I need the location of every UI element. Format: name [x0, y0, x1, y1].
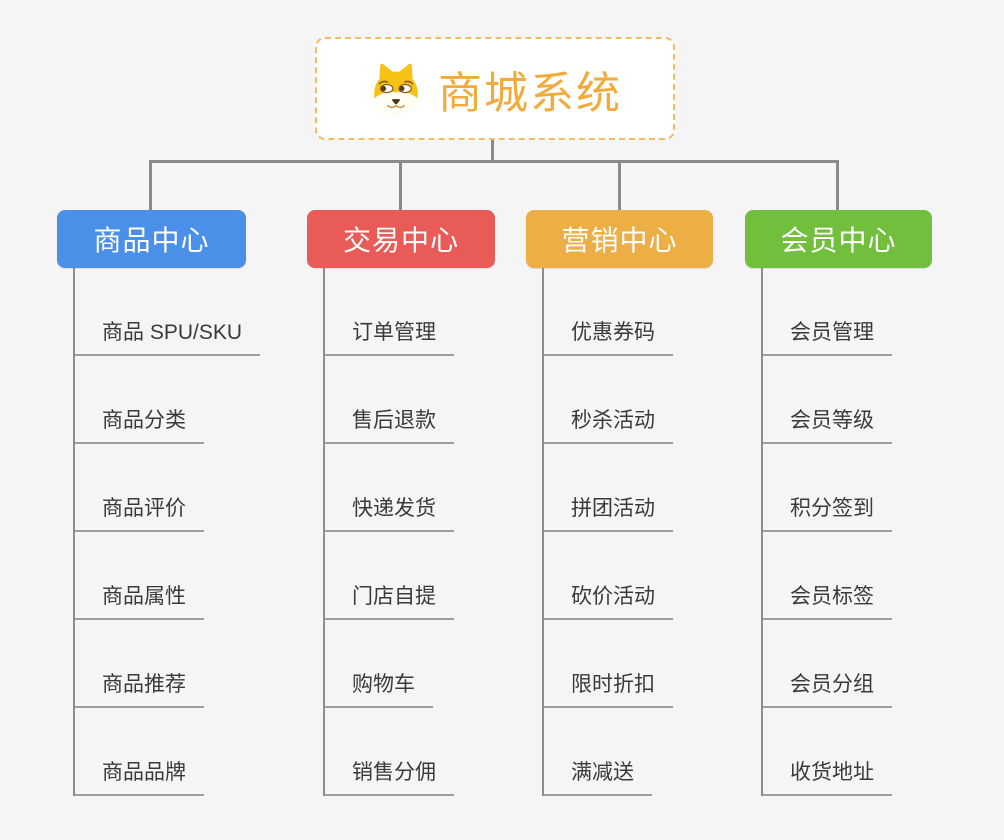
child-topic[interactable]: 会员管理 — [763, 268, 892, 356]
child-topic[interactable]: 快递发货 — [325, 444, 454, 532]
marketing-center-children: 优惠券码 秒杀活动 拼团活动 砍价活动 限时折扣 满减送 — [542, 268, 673, 796]
connector-drop-member — [836, 160, 839, 212]
child-topic[interactable]: 商品推荐 — [75, 620, 204, 708]
child-topic[interactable]: 秒杀活动 — [544, 356, 673, 444]
branch-label: 交易中心 — [342, 225, 459, 256]
branch-label: 商品中心 — [93, 225, 210, 256]
root-topic[interactable]: 商城系统 — [315, 37, 675, 140]
child-topic[interactable]: 订单管理 — [325, 268, 454, 356]
branch-member-center[interactable]: 会员中心 — [745, 210, 932, 268]
child-topic[interactable]: 拼团活动 — [544, 444, 673, 532]
child-topic[interactable]: 积分签到 — [763, 444, 892, 532]
branch-trade-center[interactable]: 交易中心 — [307, 210, 495, 268]
connector-root-stem — [491, 138, 494, 162]
root-topic-label: 商城系统 — [438, 68, 622, 118]
child-topic[interactable]: 会员标签 — [763, 532, 892, 620]
child-topic[interactable]: 商品品牌 — [75, 708, 204, 796]
child-topic[interactable]: 购物车 — [325, 620, 433, 708]
child-topic[interactable]: 会员等级 — [763, 356, 892, 444]
dog-face-icon — [374, 63, 418, 115]
branch-label: 会员中心 — [780, 225, 897, 256]
child-topic[interactable]: 收货地址 — [763, 708, 892, 796]
trade-center-children: 订单管理 售后退款 快递发货 门店自提 购物车 销售分佣 — [323, 268, 454, 796]
child-topic[interactable]: 限时折扣 — [544, 620, 673, 708]
connector-horizontal — [149, 160, 839, 163]
child-topic[interactable]: 售后退款 — [325, 356, 454, 444]
connector-drop-marketing — [618, 160, 621, 212]
branch-marketing-center[interactable]: 营销中心 — [526, 210, 713, 268]
branch-product-center[interactable]: 商品中心 — [57, 210, 246, 268]
child-topic[interactable]: 满减送 — [544, 708, 652, 796]
member-center-children: 会员管理 会员等级 积分签到 会员标签 会员分组 收货地址 — [761, 268, 892, 796]
child-topic[interactable]: 商品分类 — [75, 356, 204, 444]
child-topic[interactable]: 优惠券码 — [544, 268, 673, 356]
product-center-children: 商品 SPU/SKU 商品分类 商品评价 商品属性 商品推荐 商品品牌 — [73, 268, 261, 796]
child-topic[interactable]: 门店自提 — [325, 532, 454, 620]
child-topic[interactable]: 销售分佣 — [325, 708, 454, 796]
branch-label: 营销中心 — [561, 225, 678, 256]
child-topic[interactable]: 砍价活动 — [544, 532, 673, 620]
child-topic[interactable]: 商品 SPU/SKU — [75, 268, 261, 356]
child-topic[interactable]: 商品评价 — [75, 444, 204, 532]
connector-drop-product — [149, 160, 152, 212]
child-topic[interactable]: 会员分组 — [763, 620, 892, 708]
connector-drop-trade — [399, 160, 402, 212]
child-topic[interactable]: 商品属性 — [75, 532, 204, 620]
